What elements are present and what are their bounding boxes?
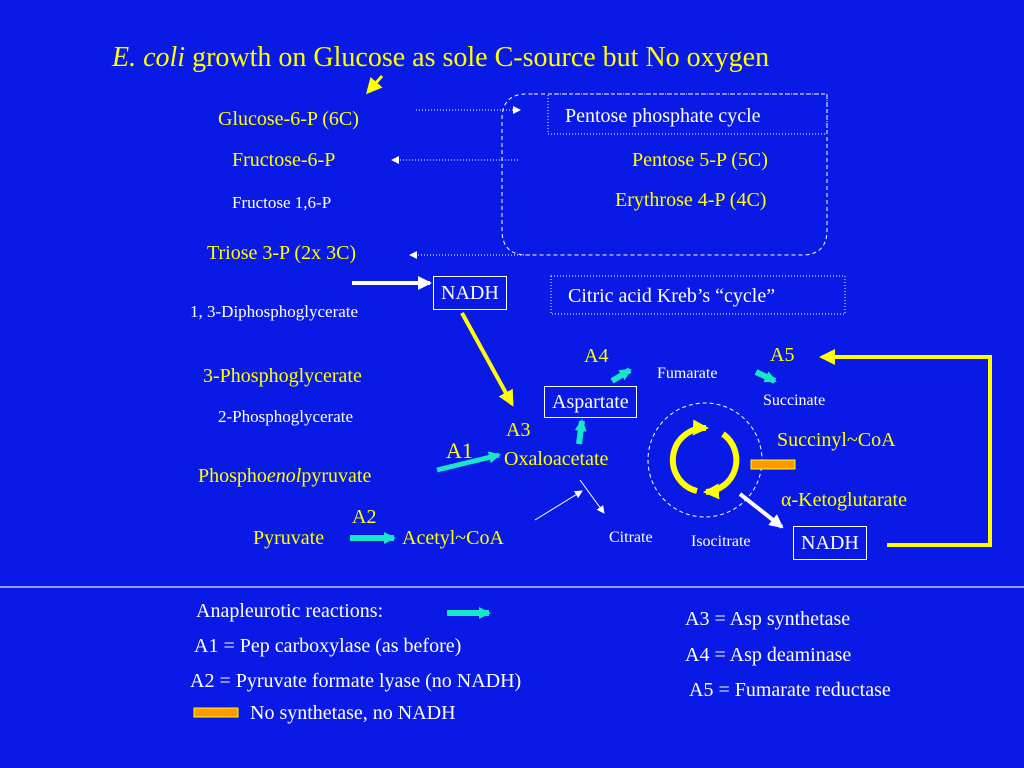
oxaloacetate-to-citrate-arrow [579, 479, 605, 514]
pentose-region [501, 93, 828, 256]
legend-a3: A3 = Asp synthetase [685, 608, 851, 630]
legend-a1: A1 = Pep carboxylase (as before) [194, 635, 462, 657]
triose-3-p-label: Triose 3-P (2x 3C) [207, 242, 357, 264]
a1-label: A1 [446, 438, 473, 463]
pentose-5-p-label: Pentose 5-P (5C) [632, 149, 768, 171]
nadh-bottom-box: NADH [793, 526, 867, 560]
nadh-to-fumarate-reductase-arrow [819, 349, 992, 547]
fructose-6-p-label: Fructose-6-P [232, 149, 336, 171]
title-pointer-arrow [366, 75, 384, 95]
phosphoenolpyruvate-label: Phosphoenolpyruvate [198, 465, 372, 487]
legend-anapleurotic: Anapleurotic reactions: [196, 600, 384, 622]
a1-arrow [436, 451, 501, 473]
acetylcoa-to-citrate-arrow [534, 490, 583, 521]
legend-a2: A2 = Pyruvate formate lyase (no NADH) [190, 670, 522, 692]
page-title: E. coli growth on Glucose as sole C-sour… [112, 44, 769, 72]
3-phosphoglycerate-label: 3-Phosphoglycerate [203, 365, 362, 387]
nadh-top-box: NADH [433, 276, 507, 310]
nadh-to-oxaloacetate-arrow [460, 312, 514, 407]
isocitrate-to-aketoglutarate-arrow [738, 492, 784, 529]
a2-label: A2 [352, 506, 377, 528]
diphosphoglycerate-label: 1, 3-Diphosphoglycerate [190, 302, 359, 321]
pentose-cycle-title: Pentose phosphate cycle [565, 105, 761, 127]
title-organism: E. coli [112, 42, 186, 73]
a4-label: A4 [584, 345, 609, 367]
no-synthetase-bar [750, 459, 796, 470]
title-rest: growth on Glucose as sole C-source but N… [192, 42, 770, 73]
aspartate-box: Aspartate [544, 386, 637, 418]
citric-cycle-title: Citric acid Kreb’s “cycle” [568, 285, 776, 307]
glucose-6-p-label: Glucose-6-P (6C) [218, 108, 359, 130]
legend-a4: A4 = Asp deaminase [685, 644, 852, 666]
a3-arrow [574, 419, 587, 445]
fructose-16-p-label: Fructose 1,6-P [232, 193, 332, 212]
a5-arrow [754, 369, 777, 384]
citric-title-box [550, 275, 846, 315]
acetyl-coa-label: Acetyl~CoA [402, 527, 504, 549]
succinyl-coa-label: Succinyl~CoA [777, 429, 896, 451]
a3-label: A3 [506, 419, 531, 441]
pyruvate-label: Pyruvate [253, 527, 325, 549]
legend-no-synthetase: No synthetase, no NADH [250, 702, 456, 724]
oxaloacetate-label: Oxaloacetate [504, 448, 609, 470]
legend-a5: A5 = Fumarate reductase [689, 679, 891, 701]
2-phosphoglycerate-label: 2-Phosphoglycerate [218, 407, 354, 426]
alpha-ketoglutarate-label: α-Ketoglutarate [781, 489, 907, 511]
fumarate-label: Fumarate [657, 365, 718, 382]
a4-arrow [610, 367, 632, 384]
legend-orange-bar [193, 707, 239, 718]
succinate-label: Succinate [763, 392, 826, 409]
erythrose-4-p-label: Erythrose 4-P (4C) [615, 189, 767, 211]
citrate-label: Citrate [609, 529, 653, 546]
a5-label: A5 [770, 344, 795, 366]
cycle-arrow-lower [703, 431, 740, 500]
cycle-arrow-upper [669, 419, 709, 494]
isocitrate-label: Isocitrate [691, 533, 751, 550]
pentose-title-box [547, 93, 828, 135]
